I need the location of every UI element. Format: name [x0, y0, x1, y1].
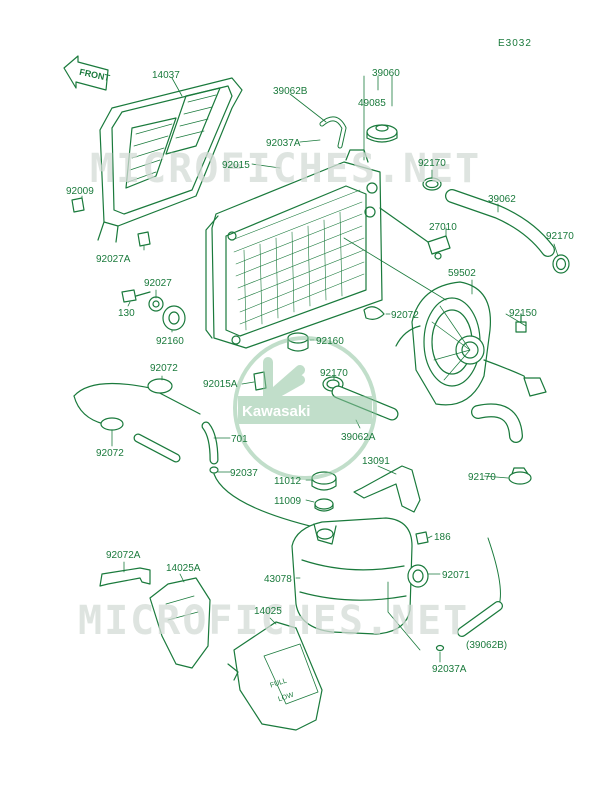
- part-label-p130: 130: [118, 308, 135, 319]
- part-label-p39062: 39062: [488, 194, 516, 205]
- part-label-p49085: 49085: [358, 98, 386, 109]
- cover-14025a: [149, 577, 211, 669]
- part-label-p92027: 92027: [144, 278, 172, 289]
- cover-14025: [233, 621, 323, 731]
- bracket-92072a: [99, 567, 151, 587]
- grommet-92160: [287, 332, 309, 352]
- watermark-bottom: MICROFICHES.NET: [78, 598, 470, 644]
- clip-92037a-bottom: [435, 644, 445, 652]
- part-label-p92037a_bot: 92037A: [432, 664, 467, 675]
- part-label-p14025a: 14025A: [166, 563, 201, 574]
- overflow-hose: [73, 378, 319, 529]
- front-arrow-icon: FRONT: [63, 55, 111, 91]
- hose-clamp-icon: [322, 177, 570, 485]
- part-label-p39062b_bot: (39062B): [466, 640, 508, 651]
- part-label-p14037: 14037: [152, 70, 180, 81]
- part-label-p92071: 92071: [442, 570, 470, 581]
- diagram-code: E3032: [498, 38, 532, 49]
- kawasaki-brand: Kawasaki: [242, 403, 311, 420]
- kawasaki-logo: [233, 336, 377, 480]
- part-label-p92072_a: 92072: [391, 310, 419, 321]
- radiator-cap: [366, 124, 398, 143]
- part-label-p92160_b: 92160: [316, 336, 344, 347]
- part-label-p14025: 14025: [254, 606, 282, 617]
- reservoir-tank: [291, 517, 413, 635]
- mounting-hardware: [71, 197, 186, 331]
- part-label-p92170_a: 92170: [418, 158, 446, 169]
- part-label-p92160_a: 92160: [156, 336, 184, 347]
- part-label-p39062b_top: 39062B: [273, 86, 308, 97]
- part-label-p59502: 59502: [448, 268, 476, 279]
- temperature-switch: [379, 207, 451, 260]
- part-label-p43078: 43078: [264, 574, 292, 585]
- part-label-p39062a: 39062A: [341, 432, 376, 443]
- bolt-186: [415, 531, 429, 545]
- part-label-p92170_c: 92170: [320, 368, 348, 379]
- part-label-p92072_c: 92072: [96, 448, 124, 459]
- part-label-p13091: 13091: [362, 456, 390, 467]
- clip-92072: [363, 306, 385, 320]
- part-label-p27010: 27010: [429, 222, 457, 233]
- part-label-p186: 186: [434, 532, 451, 543]
- part-label-p11009: 11009: [274, 496, 302, 507]
- bolt-92150: [515, 313, 527, 333]
- cooling-fan: [395, 281, 547, 406]
- radiator: [205, 149, 383, 349]
- part-label-p92037: 92037: [230, 468, 258, 479]
- part-label-p39060: 39060: [372, 68, 400, 79]
- watermark-top: MICROFICHES.NET: [90, 146, 482, 192]
- part-label-p701: 701: [231, 434, 248, 445]
- part-label-p92009: 92009: [66, 186, 94, 197]
- grommet-92071: [407, 564, 429, 588]
- part-label-p92170_d: 92170: [468, 472, 496, 483]
- part-label-p11012: 11012: [274, 476, 302, 487]
- part-label-p92072a: 92072A: [106, 550, 141, 561]
- part-label-p92072_b: 92072: [150, 363, 178, 374]
- part-label-p92027a: 92027A: [96, 254, 131, 265]
- part-label-p92037a_top: 92037A: [266, 138, 301, 149]
- part-label-p92150: 92150: [509, 308, 537, 319]
- part-label-p92015a: 92015A: [203, 379, 238, 390]
- part-label-p92170_b: 92170: [546, 231, 574, 242]
- radiator-screen: [97, 77, 243, 243]
- part-label-p92015: 92015: [222, 160, 250, 171]
- bracket-13091: [353, 465, 421, 513]
